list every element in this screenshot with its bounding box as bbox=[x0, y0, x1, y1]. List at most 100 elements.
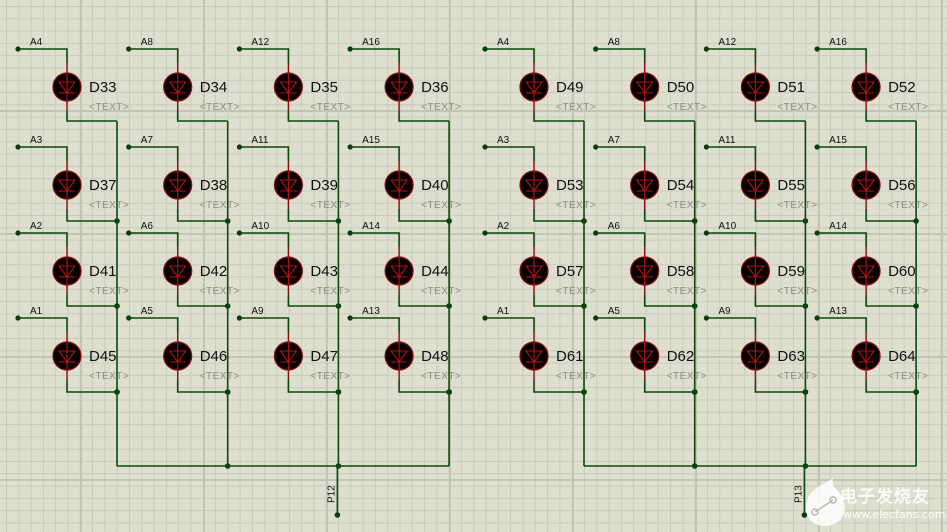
text-placeholder: <TEXT> bbox=[421, 371, 461, 382]
terminal-dot bbox=[703, 315, 710, 321]
net-label: A8 bbox=[608, 37, 621, 48]
ref-designator: D54 bbox=[667, 177, 695, 194]
net-wire bbox=[239, 232, 290, 247]
ref-designator: D53 bbox=[556, 177, 584, 194]
ref-designator: D42 bbox=[200, 263, 228, 280]
terminal-dot bbox=[236, 230, 242, 236]
cathode-wire bbox=[287, 380, 339, 393]
cathode-wire bbox=[643, 380, 695, 393]
net-wire bbox=[18, 146, 68, 161]
terminal-dot bbox=[347, 315, 353, 321]
ref-designator: D43 bbox=[310, 263, 338, 280]
ref-designator: D59 bbox=[777, 263, 805, 280]
net-label: A6 bbox=[141, 221, 154, 232]
net-label: A16 bbox=[829, 37, 847, 48]
led-matrix-p13: A4D49<TEXT>A8D50<TEXT>A12D51<TEXT>A16D52… bbox=[482, 37, 928, 518]
text-placeholder: <TEXT> bbox=[667, 371, 707, 382]
cathode-wire bbox=[66, 111, 117, 122]
net-wire bbox=[18, 317, 68, 332]
net-wire bbox=[350, 146, 400, 161]
text-placeholder: <TEXT> bbox=[421, 102, 461, 113]
cathode-wire bbox=[533, 295, 584, 307]
terminal-dot bbox=[236, 315, 242, 321]
ref-designator: D49 bbox=[556, 79, 584, 96]
cathode-wire bbox=[176, 295, 228, 307]
cathode-wire bbox=[865, 295, 917, 307]
port-terminal-dot bbox=[334, 512, 341, 518]
net-label: A1 bbox=[497, 306, 510, 317]
cathode-wire bbox=[643, 111, 695, 122]
terminal-dot bbox=[593, 315, 599, 321]
watermark: 电子发烧友 www.elecfans.com bbox=[803, 474, 947, 532]
net-wire bbox=[706, 146, 757, 161]
terminal-dot bbox=[126, 46, 132, 52]
net-wire bbox=[18, 232, 68, 247]
net-label: A12 bbox=[251, 37, 269, 48]
net-label: A12 bbox=[718, 37, 736, 48]
net-label: A8 bbox=[141, 37, 154, 48]
text-placeholder: <TEXT> bbox=[421, 286, 461, 297]
text-placeholder: <TEXT> bbox=[89, 102, 129, 113]
cathode-wire bbox=[398, 380, 450, 393]
net-wire bbox=[817, 146, 867, 161]
text-placeholder: <TEXT> bbox=[556, 102, 596, 113]
ref-designator: D57 bbox=[556, 263, 584, 280]
text-placeholder: <TEXT> bbox=[777, 286, 817, 297]
terminal-dot bbox=[593, 230, 599, 236]
net-wire bbox=[350, 317, 400, 332]
text-placeholder: <TEXT> bbox=[200, 371, 240, 382]
terminal-dot bbox=[814, 315, 820, 321]
net-wire bbox=[128, 232, 179, 247]
cathode-wire bbox=[287, 209, 339, 222]
net-label: A4 bbox=[30, 37, 43, 48]
cathode-wire bbox=[865, 111, 917, 122]
text-placeholder: <TEXT> bbox=[310, 371, 350, 382]
cathode-wire bbox=[66, 380, 117, 393]
ref-designator: D61 bbox=[556, 348, 584, 365]
ref-designator: D33 bbox=[89, 79, 117, 96]
ref-designator: D34 bbox=[200, 79, 228, 96]
text-placeholder: <TEXT> bbox=[200, 102, 240, 113]
terminal-dot bbox=[593, 46, 599, 52]
text-placeholder: <TEXT> bbox=[89, 200, 129, 211]
net-label: A9 bbox=[251, 306, 264, 317]
net-label: A5 bbox=[141, 306, 154, 317]
net-label: A15 bbox=[362, 135, 380, 146]
text-placeholder: <TEXT> bbox=[888, 200, 928, 211]
ref-designator: D40 bbox=[421, 177, 449, 194]
ref-designator: D58 bbox=[667, 263, 695, 280]
net-label: A10 bbox=[251, 221, 269, 232]
ref-designator: D46 bbox=[200, 348, 228, 365]
terminal-dot bbox=[347, 144, 353, 150]
ref-designator: D38 bbox=[200, 177, 228, 194]
text-placeholder: <TEXT> bbox=[200, 200, 240, 211]
port-label: P13 bbox=[793, 485, 804, 503]
net-wire bbox=[485, 232, 535, 247]
ref-designator: D55 bbox=[777, 177, 805, 194]
ref-designator: D44 bbox=[421, 263, 449, 280]
terminal-dot bbox=[814, 230, 820, 236]
net-label: A4 bbox=[497, 37, 510, 48]
ref-designator: D51 bbox=[777, 79, 805, 96]
text-placeholder: <TEXT> bbox=[667, 286, 707, 297]
cathode-wire bbox=[865, 209, 917, 222]
ref-designator: D63 bbox=[777, 348, 805, 365]
net-wire bbox=[128, 317, 179, 332]
cathode-wire bbox=[754, 209, 806, 222]
net-label: A14 bbox=[362, 221, 380, 232]
net-wire bbox=[485, 48, 535, 63]
